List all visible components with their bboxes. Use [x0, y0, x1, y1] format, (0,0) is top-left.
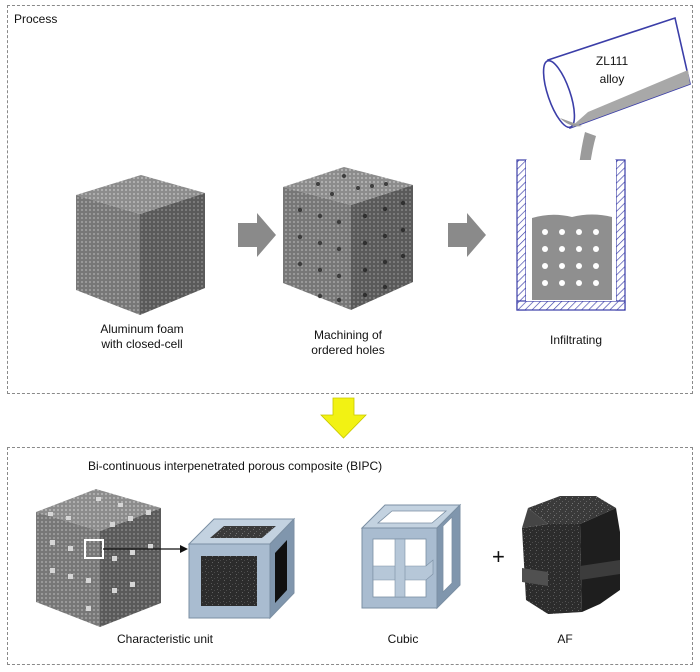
item-label-cubic: Cubic	[387, 632, 419, 646]
arrow-right-icon	[448, 213, 486, 257]
item-label-af: AF	[557, 632, 573, 646]
process-panel	[7, 5, 693, 394]
cubic-frame	[360, 503, 462, 610]
item-label-characteristic-unit: Characteristic unit	[116, 632, 214, 646]
bipc-title: Bi-continuous interpenetrated porous com…	[88, 459, 383, 473]
process-title: Process	[14, 12, 58, 26]
arrow-right-icon	[238, 213, 276, 257]
crucible	[542, 16, 691, 225]
alloy-label: ZL111 alloy	[595, 54, 629, 86]
machined-foam-cube	[283, 167, 413, 310]
step-label-machining: Machining of ordered holes	[311, 328, 385, 357]
aluminum-foam-cube	[76, 175, 205, 315]
step-label-infiltrating: Infiltrating	[549, 333, 603, 347]
arrow-down-icon	[320, 397, 367, 439]
characteristic-unit	[187, 517, 296, 620]
plus-sign: +	[492, 544, 505, 569]
bipc-panel	[7, 447, 693, 665]
bipc-cube	[36, 489, 188, 627]
mold-container	[516, 159, 626, 311]
step-label-aluminum-foam: Aluminum foam with closed-cell	[100, 322, 184, 351]
af-body	[522, 496, 620, 614]
